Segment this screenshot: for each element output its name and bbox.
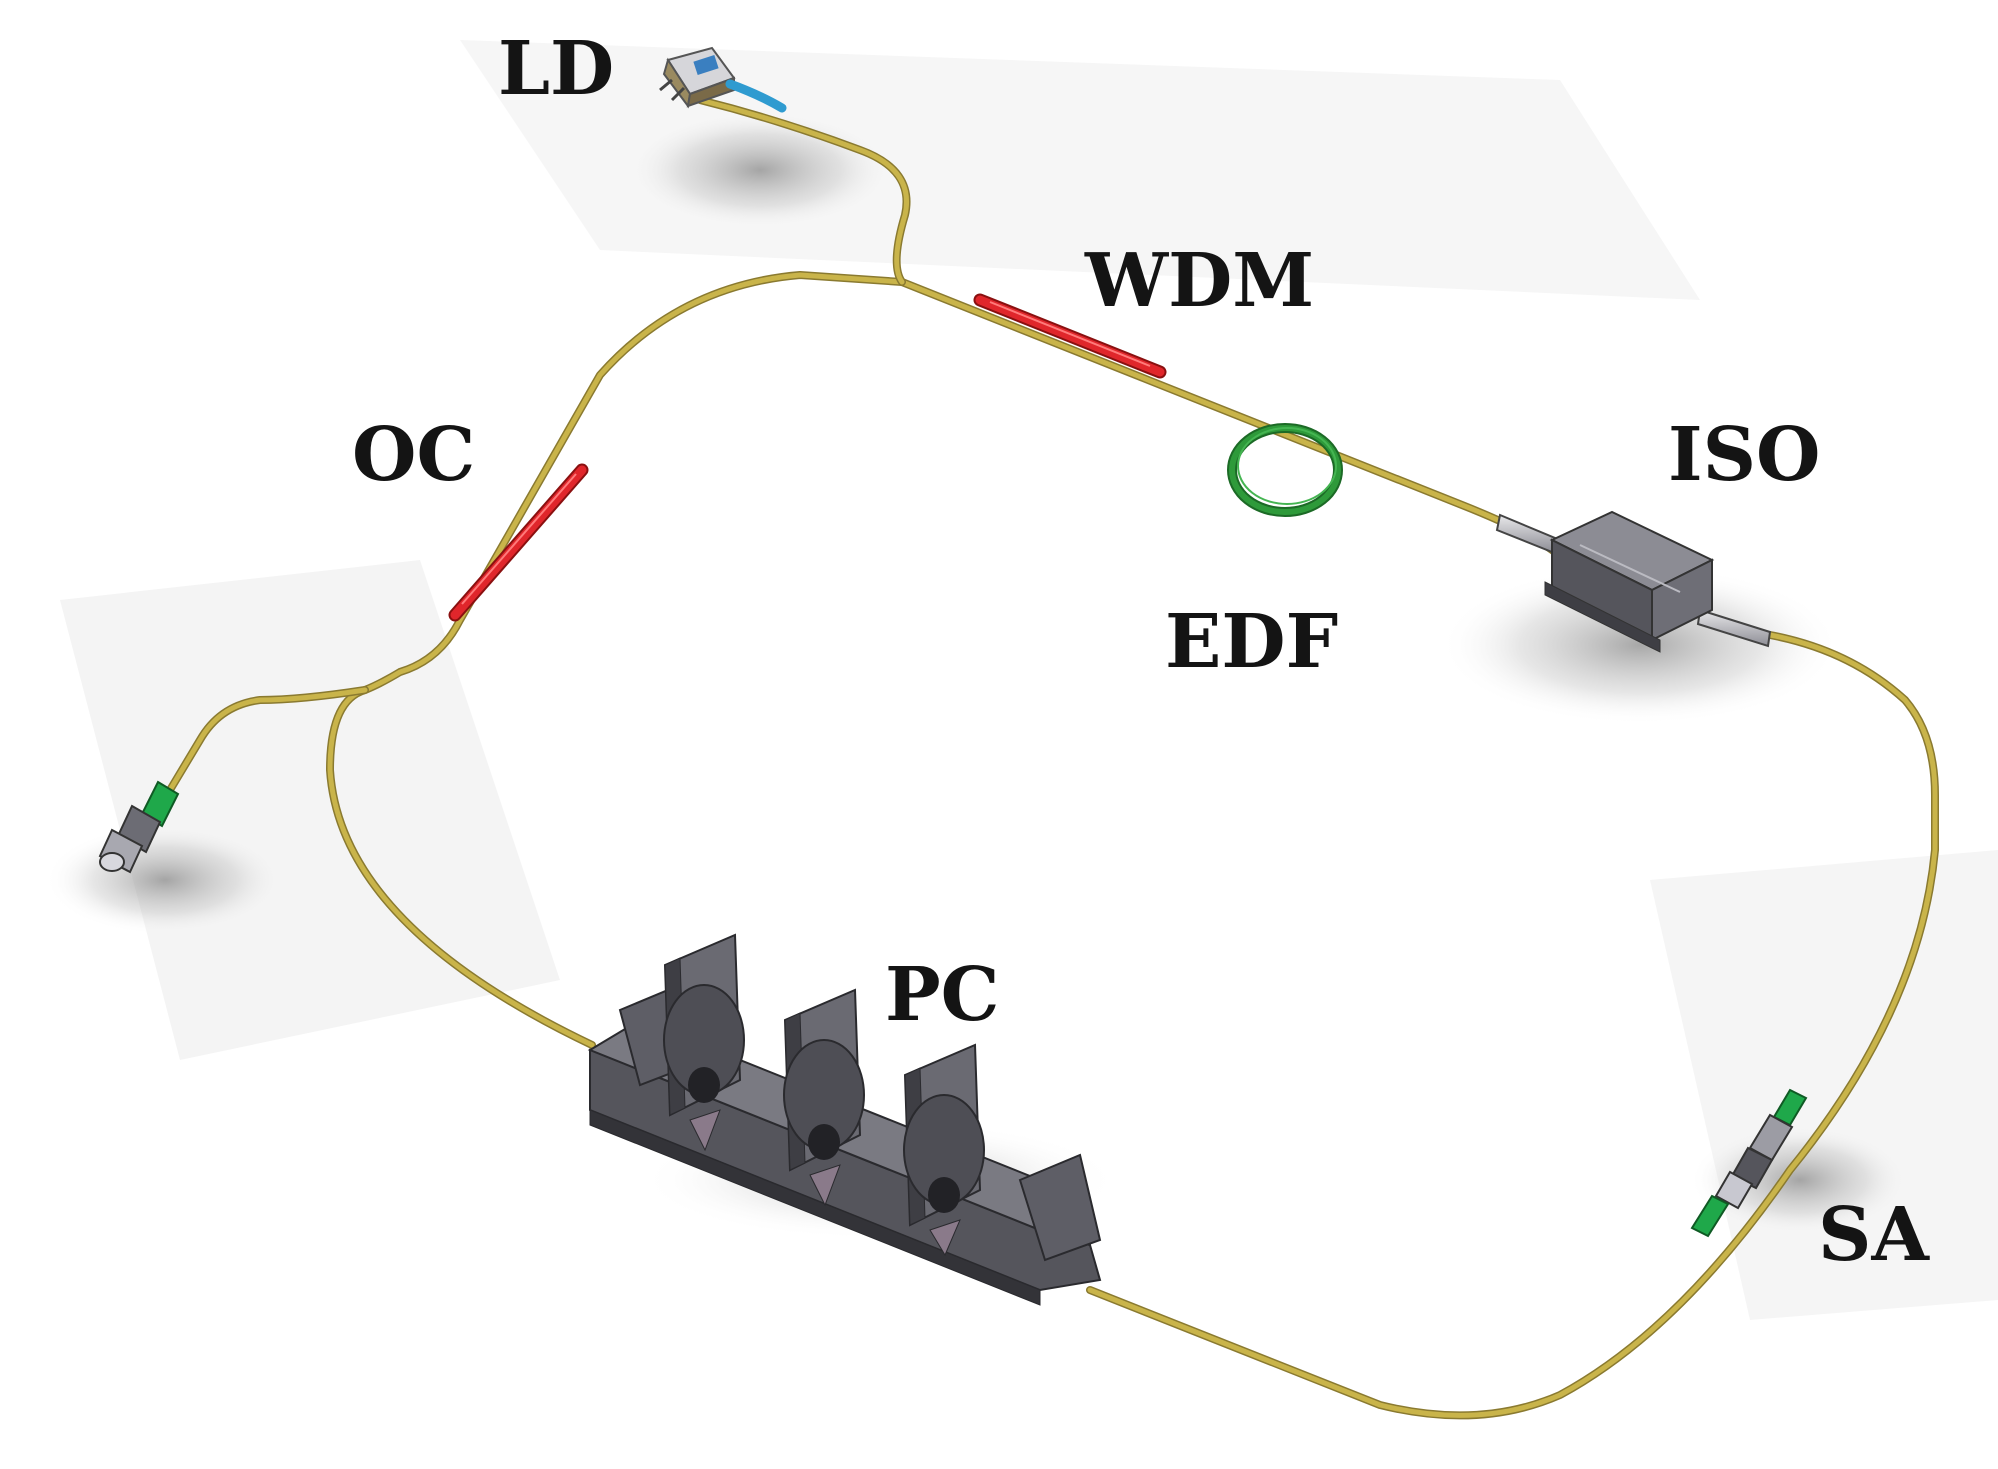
label-pc: PC	[885, 952, 1000, 1038]
output-connector-icon	[98, 780, 180, 874]
wdm-coupler-icon	[973, 293, 1167, 379]
oc-output-fiber-core	[167, 687, 368, 793]
ld-pump-fiber-core	[697, 97, 909, 285]
label-edf: EDF	[1165, 599, 1339, 685]
label-wdm: WDM	[1085, 238, 1315, 324]
oc-coupler-icon	[448, 463, 589, 622]
sa-saturable-absorber-icon	[1690, 1088, 1808, 1238]
pc-polarization-controller-icon	[587, 933, 1102, 1306]
label-oc: OC	[352, 412, 476, 498]
iso-isolator-icon	[1495, 510, 1772, 653]
label-ld: LD	[498, 26, 615, 112]
ld-laser-diode-icon	[659, 46, 787, 113]
edf-coil-icon	[1227, 423, 1343, 517]
label-iso: ISO	[1668, 412, 1821, 498]
label-sa: SA	[1818, 1192, 1929, 1278]
